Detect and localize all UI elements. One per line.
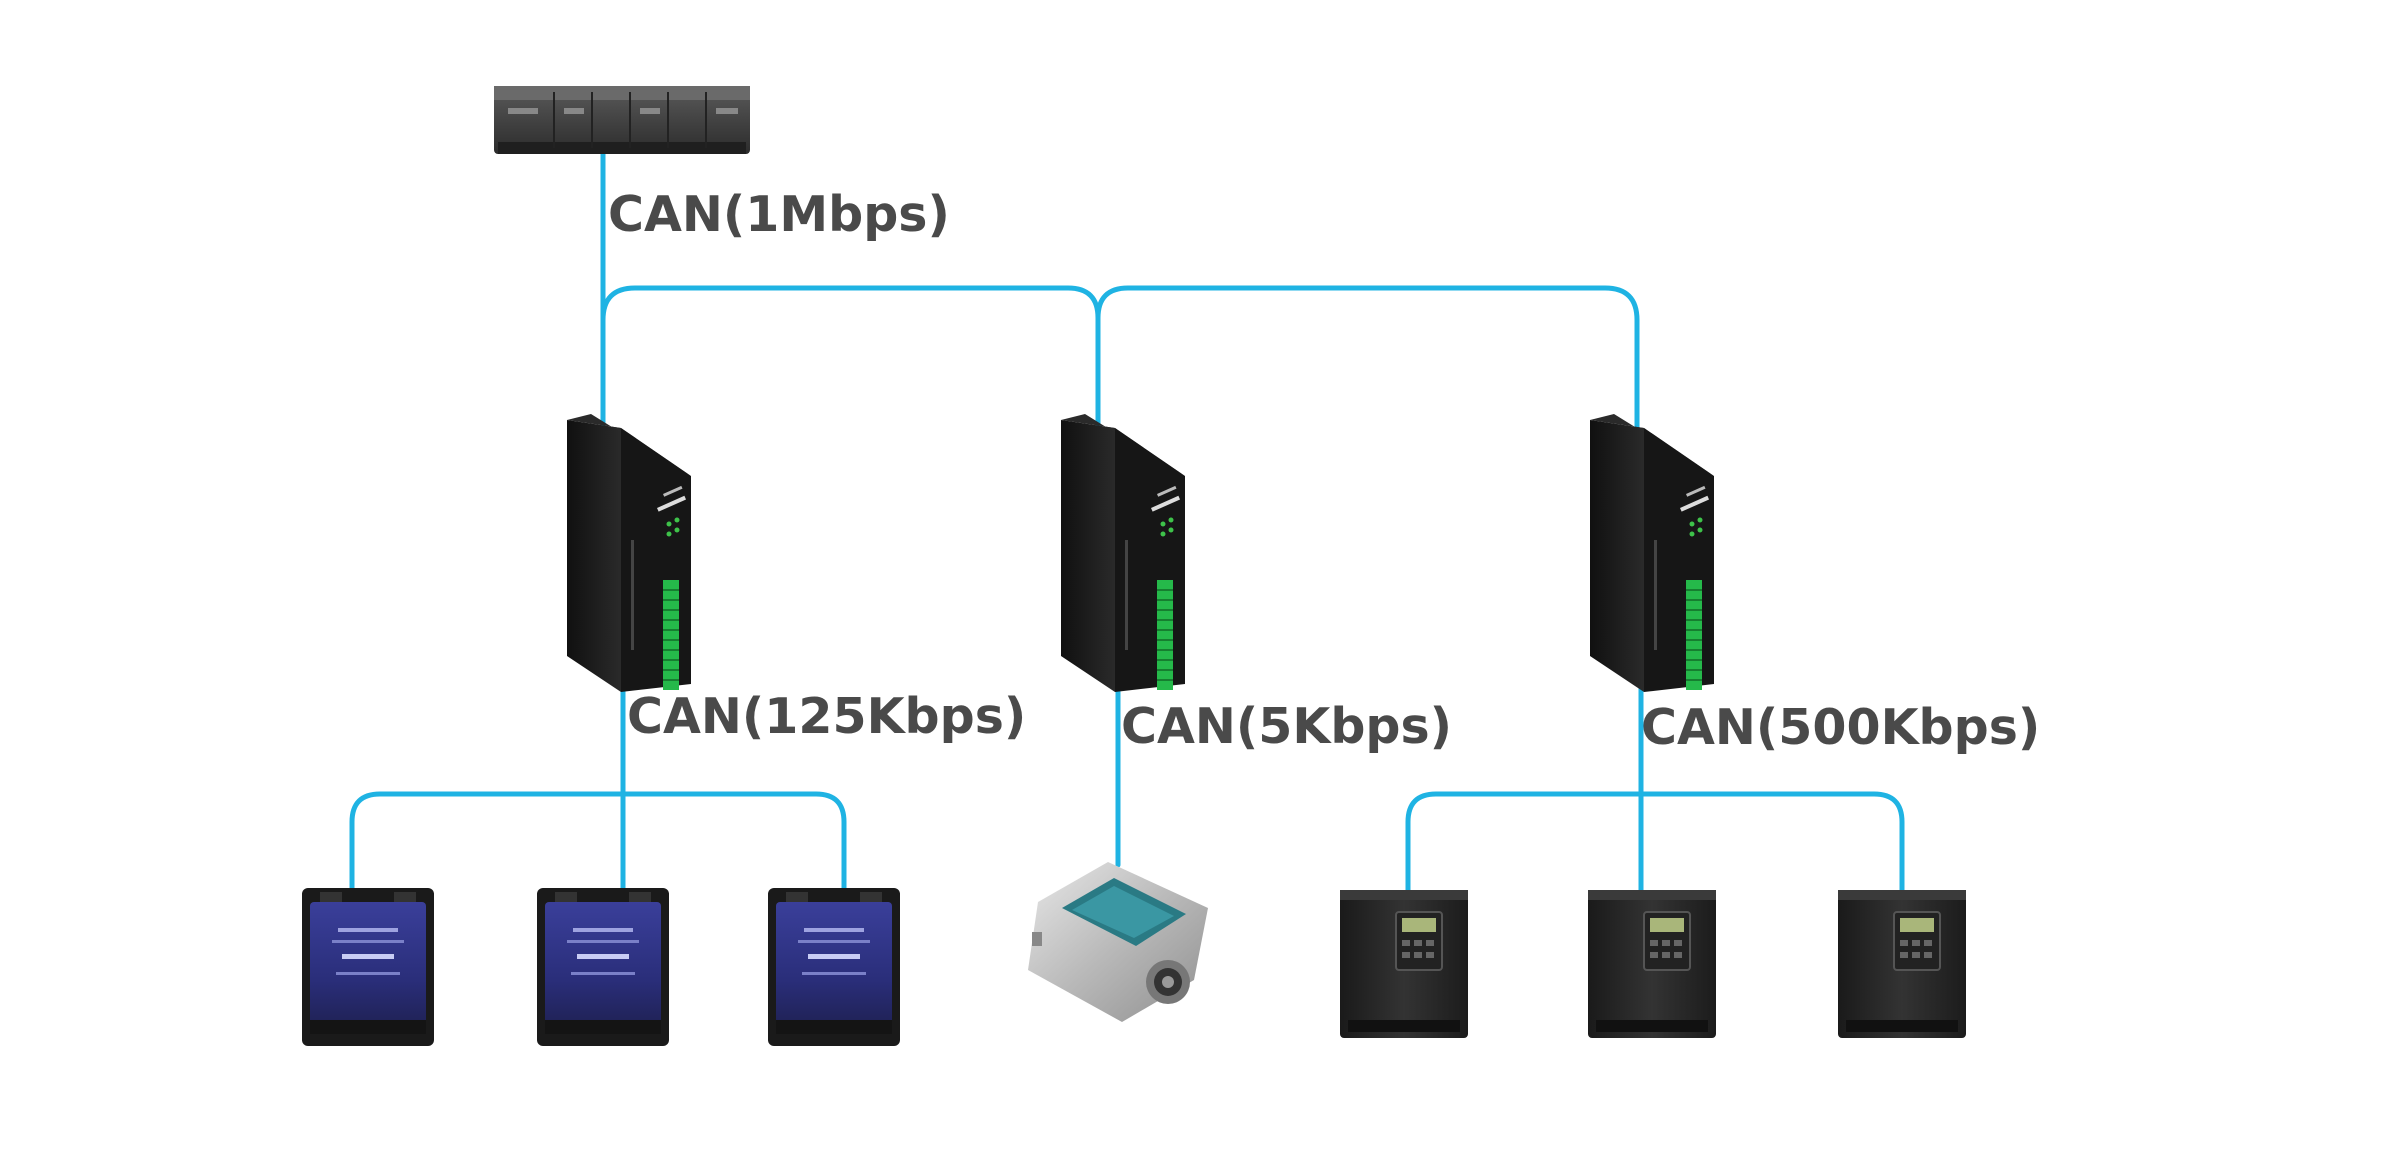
link-label-left: CAN(125Kbps) [627, 688, 1027, 745]
can-bridge [1061, 414, 1185, 692]
can-module [768, 888, 900, 1046]
bus-top-right [1095, 285, 1640, 433]
can-bridge [567, 414, 691, 692]
link-label-top: CAN(1Mbps) [608, 186, 950, 243]
link-label-right: CAN(500Kbps) [1641, 699, 2041, 756]
plc-controller [494, 86, 750, 154]
link-label-middle: CAN(5Kbps) [1121, 698, 1453, 755]
can-bridge [1590, 414, 1714, 692]
frequency-inverter [1588, 890, 1716, 1038]
bus-lines [349, 147, 1905, 903]
bus-top [600, 285, 1101, 433]
inclination-sensor [1028, 862, 1208, 1022]
bus-right-branch [1405, 791, 1905, 903]
frequency-inverter [1340, 890, 1468, 1038]
frequency-inverter [1838, 890, 1966, 1038]
bus-left-branch [349, 791, 847, 891]
can-module [537, 888, 669, 1046]
can-module [302, 888, 434, 1046]
